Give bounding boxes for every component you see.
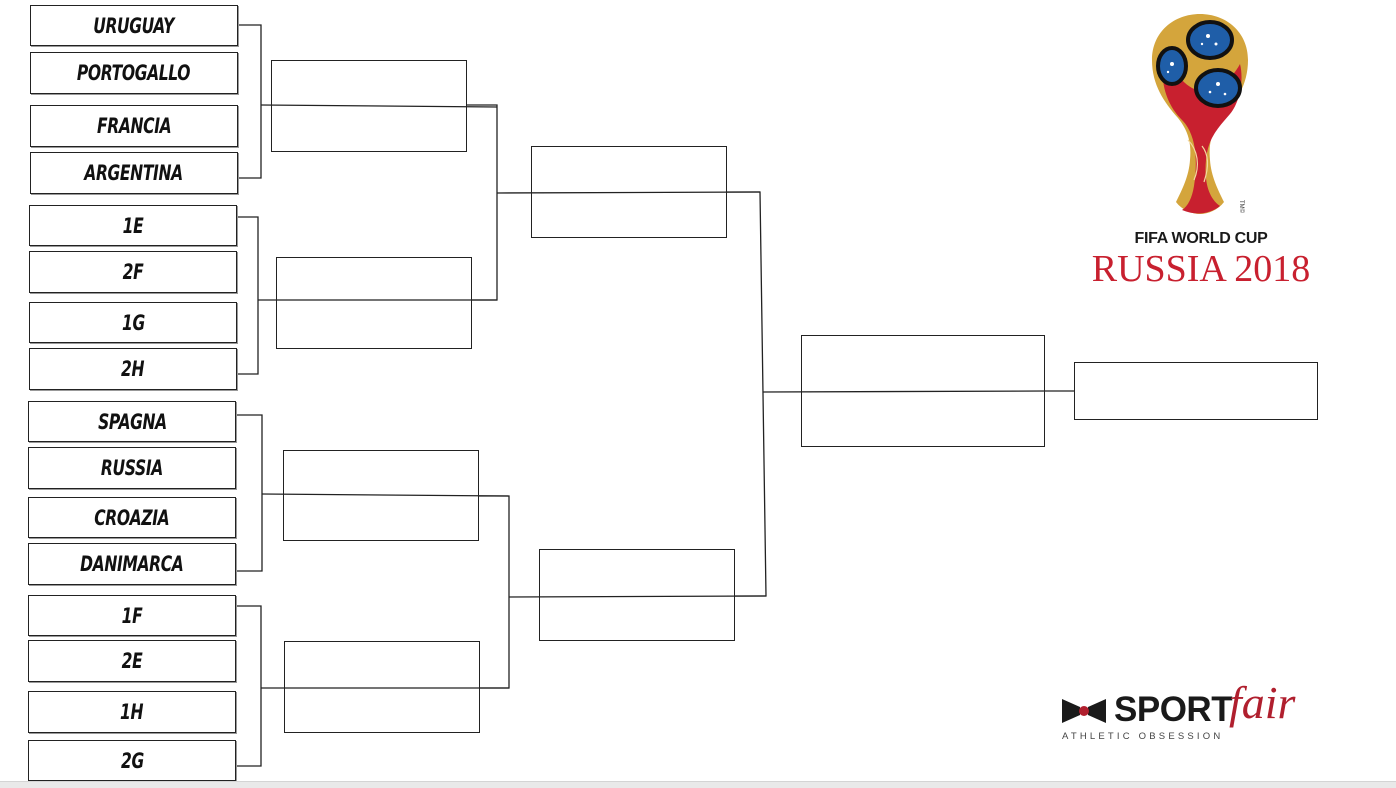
team-slot[interactable]: RUSSIA <box>28 447 236 489</box>
team-slot[interactable]: PORTOGALLO <box>30 52 238 94</box>
team-slot[interactable]: 2E <box>28 640 236 682</box>
sportfair-tagline: ATHLETIC OBSESSION <box>1062 731 1224 742</box>
sportfair-brand-fair: fair <box>1229 677 1296 728</box>
worldcup-title-line2: RUSSIA 2018 <box>1091 248 1311 290</box>
worldcup-title-line1: FIFA WORLD CUP <box>1134 230 1268 247</box>
final-slot[interactable] <box>801 335 1045 447</box>
quarterfinal-slot[interactable] <box>284 641 480 733</box>
worldcup-trophy-logo: TM© <box>1152 14 1248 214</box>
connector-r16-g1 <box>238 24 262 179</box>
team-label: PORTOGALLO <box>77 61 191 85</box>
team-label: SPAGNA <box>97 409 167 434</box>
bottom-scroll-strip <box>0 781 1396 788</box>
team-label: DANIMARCA <box>80 552 184 576</box>
connector-qf-upper <box>467 104 498 301</box>
quarterfinal-slot[interactable] <box>283 450 479 541</box>
team-label: FRANCIA <box>96 114 172 138</box>
bowtie-icon <box>1062 699 1106 723</box>
team-label: CROAZIA <box>94 505 170 530</box>
connector-qf-lower-out <box>508 595 767 598</box>
team-label: 2F <box>122 260 144 284</box>
team-slot[interactable]: 2H <box>29 348 237 390</box>
trademark-mark: TM© <box>1238 200 1245 214</box>
team-slot[interactable]: 2F <box>29 251 237 293</box>
team-label: 1H <box>120 700 144 724</box>
team-label: 1F <box>121 603 143 628</box>
team-slot[interactable]: SPAGNA <box>28 401 236 442</box>
team-label: URUGUAY <box>93 13 175 38</box>
team-slot[interactable]: CROAZIA <box>28 497 236 538</box>
champion-slot[interactable] <box>1074 362 1318 420</box>
team-slot[interactable]: DANIMARCA <box>28 543 236 585</box>
team-label: RUSSIA <box>100 456 163 480</box>
team-label: 1E <box>122 213 144 238</box>
connector-sf <box>727 191 767 597</box>
team-slot[interactable]: 1G <box>29 302 237 343</box>
connector-r16-g3 <box>237 414 263 572</box>
team-slot[interactable]: FRANCIA <box>30 105 238 147</box>
semifinal-slot[interactable] <box>531 146 727 238</box>
team-slot[interactable]: ARGENTINA <box>30 152 238 194</box>
connector-r16-g2 <box>238 216 259 375</box>
team-label: 2G <box>120 748 144 773</box>
sportfair-logo: SPORT fair ATHLETIC OBSESSION <box>1058 677 1328 748</box>
semifinal-slot[interactable] <box>539 549 735 641</box>
quarterfinal-slot[interactable] <box>276 257 472 349</box>
team-slot[interactable]: 1F <box>28 595 236 636</box>
team-slot[interactable]: 1E <box>29 205 237 246</box>
team-slot[interactable]: 1H <box>28 691 236 733</box>
connector-qf-upper-out <box>496 191 761 194</box>
connector-qf-lower <box>479 495 510 689</box>
team-label: ARGENTINA <box>84 161 184 185</box>
team-label: 2H <box>121 357 145 381</box>
team-label: 2E <box>121 649 143 673</box>
quarterfinal-slot[interactable] <box>271 60 467 152</box>
team-slot[interactable]: 2G <box>28 740 236 781</box>
connector-r16-g1-out <box>260 104 498 108</box>
connector-r16-g3-out <box>261 493 510 497</box>
sportfair-brand-sport: SPORT <box>1114 690 1233 729</box>
team-slot[interactable]: URUGUAY <box>30 5 238 46</box>
team-label: 1G <box>121 310 145 335</box>
connector-r16-g4 <box>237 605 262 767</box>
connector-final-in <box>762 390 1046 393</box>
